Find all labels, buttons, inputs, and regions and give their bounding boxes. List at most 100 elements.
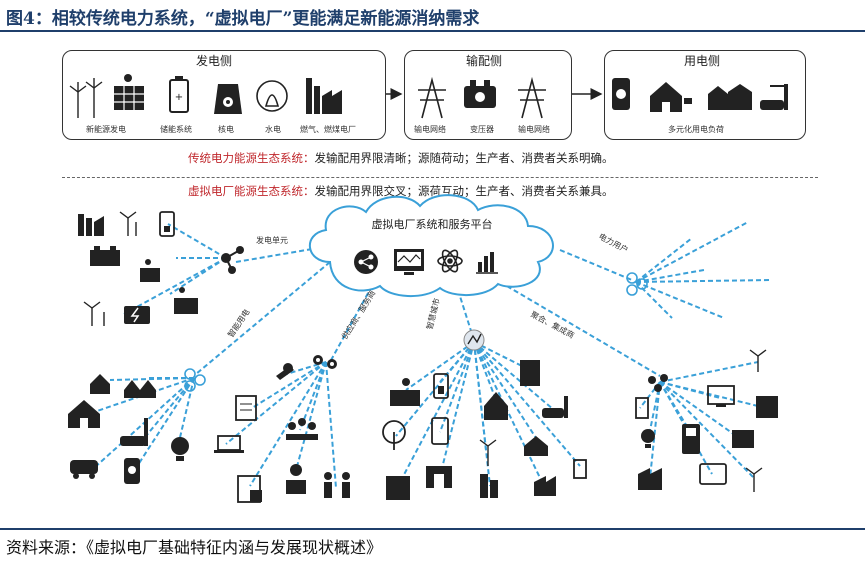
power-user-hub-icon xyxy=(626,272,648,296)
apartment-building-icon xyxy=(386,476,410,500)
document-icon xyxy=(235,395,257,421)
ev-charging-icon xyxy=(120,418,148,446)
wind-turbine-icon xyxy=(749,349,767,372)
virtual-ecosystem: 虚拟电厂能源生态系统：发输配用界限交叉；源荷互动；生产者、消费者关系兼具。 xyxy=(188,183,614,199)
thermal-plant-icon xyxy=(306,78,342,114)
ecosystem-divider xyxy=(62,177,818,178)
electric-car-icon xyxy=(70,460,98,479)
platform-title: 虚拟电厂系统和服务平台 xyxy=(372,217,493,231)
solar-panel-icon xyxy=(114,74,144,110)
tools-icon xyxy=(276,363,294,380)
wind-turbine-icon xyxy=(479,439,497,466)
charging-station-icon xyxy=(431,417,449,445)
smart-power-hub-icon xyxy=(184,368,206,392)
smart-city-hub-icon xyxy=(463,329,485,351)
buildings-icon xyxy=(708,84,752,110)
caption-new-energy: 新能源发电 xyxy=(86,125,126,134)
source-note: 资料来源：《虚拟电厂基础特征内涵与发展现状概述》 xyxy=(6,538,383,557)
lightbulb-icon xyxy=(641,429,655,448)
label-smart-city: 智慧城市 xyxy=(424,297,441,330)
figure-title: 图4：相较传统电力系统，“虚拟电厂”更能满足新能源消纳需求 xyxy=(6,9,480,29)
caption-thermal: 燃气、燃煤电厂 xyxy=(300,125,356,134)
transformer-icon xyxy=(464,80,496,108)
school-icon xyxy=(524,436,548,456)
battery-bank-icon xyxy=(90,246,120,266)
battery-icon xyxy=(573,459,587,479)
office-building-icon xyxy=(520,360,540,386)
consumption-side-title: 用电侧 xyxy=(684,54,721,68)
ev-charger-icon xyxy=(760,84,788,110)
podium-speaker-icon xyxy=(286,464,306,494)
transmission-tower-icon xyxy=(518,76,546,119)
caption-nuclear: 核电 xyxy=(218,125,234,134)
generation-side-title: 发电侧 xyxy=(196,54,233,68)
laptop-icon xyxy=(214,435,244,453)
caption-diverse-load: 多元化用电负荷 xyxy=(668,125,724,134)
atom-icon xyxy=(437,249,463,273)
label-supplier: 供应商、服务商 xyxy=(339,288,377,341)
fuel-pump-icon xyxy=(682,424,700,454)
wind-turbine-icon xyxy=(83,301,105,326)
battery-lightning-icon xyxy=(124,306,150,324)
solar-array-icon xyxy=(390,378,420,406)
monitor-icon xyxy=(707,385,735,407)
nuclear-plant-icon xyxy=(214,84,242,114)
house-plug-icon xyxy=(650,82,692,112)
city-skyline-icon xyxy=(480,474,498,498)
phone-icon xyxy=(124,458,140,484)
ferris-wheel-icon xyxy=(382,420,406,450)
battery-icon xyxy=(159,211,175,237)
virtual-ecosystem-text: 发输配用界限交叉；源荷互动；生产者、消费者关系兼具。 xyxy=(314,184,614,198)
hydro-power-icon xyxy=(256,80,288,112)
platform-cloud xyxy=(308,194,554,298)
buildings-icon xyxy=(732,430,754,448)
house-icon xyxy=(68,400,100,428)
monitor-dashboard-icon xyxy=(394,249,424,275)
caption-storage: 储能系统 xyxy=(160,125,192,134)
caption-hydro: 水电 xyxy=(265,125,281,134)
factory-icon xyxy=(78,214,104,236)
battery-storage-icon: + xyxy=(169,76,189,113)
wind-turbine-icon xyxy=(119,211,137,236)
ev-car-icon xyxy=(542,396,568,418)
supplier-hub-icon xyxy=(313,355,337,369)
wind-turbine-icon xyxy=(745,467,763,492)
shop-icon xyxy=(426,466,452,488)
handshake-icon xyxy=(324,472,350,498)
svg-text:+: + xyxy=(175,92,183,103)
church-icon xyxy=(484,392,508,420)
traditional-ecosystem: 传统电力能源生态系统：发输配用界限清晰；源随荷动；生产者、消费者关系明确。 xyxy=(188,150,614,166)
caption-transmission-1: 输电网络 xyxy=(414,125,446,134)
solar-panel-icon xyxy=(140,259,160,282)
battery-icon xyxy=(433,373,449,399)
office-building-icon xyxy=(756,396,778,418)
traditional-ecosystem-label: 传统电力能源生态系统： xyxy=(188,151,315,165)
source-rule xyxy=(0,528,865,530)
bar-chart-icon xyxy=(476,252,498,274)
gen-unit-hub-icon xyxy=(221,246,244,274)
traditional-ecosystem-text: 发输配用界限清晰；源随荷动；生产者、消费者关系明确。 xyxy=(314,151,614,165)
factory-emission-icon xyxy=(638,468,662,490)
aggregator-hub-icon xyxy=(648,374,668,392)
label-aggregator: 聚合、集成商 xyxy=(529,309,576,340)
transmission-tower-icon xyxy=(418,76,446,119)
battery-pack-icon xyxy=(699,463,727,485)
house-icon xyxy=(90,374,110,394)
label-gen-unit: 发电单元 xyxy=(256,235,288,245)
transmission-side-title: 输配侧 xyxy=(466,54,503,68)
house-row-icon xyxy=(124,380,156,398)
caption-transformer: 变压器 xyxy=(470,125,494,134)
title-underline xyxy=(0,30,865,32)
wind-turbine-icon xyxy=(69,78,103,118)
virtual-ecosystem-label: 虚拟电厂能源生态系统： xyxy=(188,184,315,198)
label-power-user: 电力用户 xyxy=(597,231,630,255)
meeting-icon xyxy=(286,418,318,440)
solar-panel-icon xyxy=(174,287,198,314)
phone-charging-icon xyxy=(612,78,630,110)
lightbulb-icon xyxy=(171,437,189,461)
caption-transmission-2: 输电网络 xyxy=(518,125,550,134)
battery-icon xyxy=(635,397,649,419)
checklist-icon xyxy=(237,475,262,503)
share-icon xyxy=(354,250,378,274)
